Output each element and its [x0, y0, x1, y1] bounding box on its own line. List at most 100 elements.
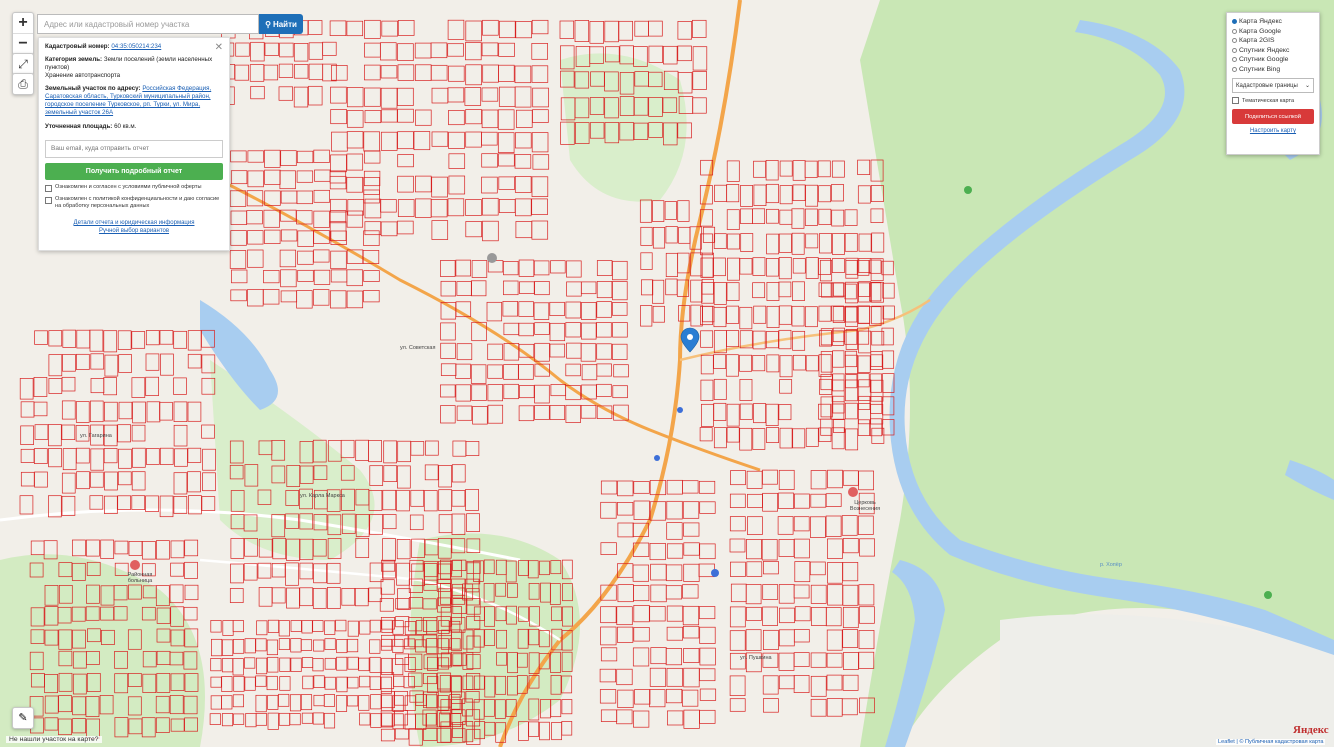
parcel[interactable]	[871, 281, 884, 303]
parcel[interactable]	[358, 695, 370, 711]
parcel[interactable]	[560, 121, 575, 145]
parcel[interactable]	[518, 301, 534, 317]
parcel[interactable]	[169, 584, 184, 604]
parcel[interactable]	[677, 122, 692, 139]
parcel[interactable]	[397, 20, 415, 36]
parcel[interactable]	[183, 606, 198, 621]
parcel[interactable]	[632, 542, 650, 557]
parcel[interactable]	[170, 629, 185, 647]
parcel[interactable]	[381, 20, 398, 37]
parcel[interactable]	[471, 260, 488, 278]
parcel[interactable]	[335, 619, 347, 632]
parcel[interactable]	[346, 290, 364, 309]
parcel[interactable]	[729, 606, 746, 628]
parcel[interactable]	[726, 209, 740, 230]
parcel[interactable]	[856, 327, 870, 345]
parcel[interactable]	[285, 562, 299, 586]
zoom-in-button[interactable]: +	[13, 13, 33, 34]
parcel[interactable]	[561, 559, 573, 580]
parcel[interactable]	[665, 688, 683, 704]
parcel[interactable]	[313, 465, 328, 480]
parcel[interactable]	[184, 628, 199, 648]
offer-checkbox-row[interactable]: Ознакомлен и согласен с условиями публич…	[45, 184, 223, 192]
parcel[interactable]	[368, 490, 383, 511]
parcel[interactable]	[483, 583, 495, 603]
parcel[interactable]	[20, 425, 34, 445]
parcel[interactable]	[761, 539, 778, 561]
parcel[interactable]	[440, 260, 456, 277]
parcel[interactable]	[173, 377, 187, 395]
parcel[interactable]	[118, 448, 132, 469]
parcel[interactable]	[363, 270, 380, 282]
parcel[interactable]	[729, 493, 746, 508]
parcel[interactable]	[455, 384, 471, 402]
parcel[interactable]	[397, 108, 414, 123]
parcel[interactable]	[76, 447, 90, 464]
parcel[interactable]	[678, 305, 691, 322]
parcel[interactable]	[380, 728, 395, 742]
parcel[interactable]	[810, 584, 827, 604]
parcel[interactable]	[229, 464, 244, 480]
parcel[interactable]	[118, 401, 133, 420]
parcel[interactable]	[870, 185, 884, 202]
parcel[interactable]	[48, 424, 62, 447]
parcel[interactable]	[447, 87, 465, 103]
parcel[interactable]	[502, 301, 518, 317]
parcel[interactable]	[649, 543, 666, 561]
parcel[interactable]	[296, 150, 314, 164]
parcel[interactable]	[551, 628, 563, 651]
parcel[interactable]	[666, 500, 683, 520]
parcel[interactable]	[341, 513, 356, 534]
parcel[interactable]	[503, 280, 519, 296]
parcel[interactable]	[596, 301, 612, 318]
parcel[interactable]	[600, 647, 618, 662]
parcel[interactable]	[739, 258, 753, 275]
parcel[interactable]	[617, 689, 634, 708]
parcel[interactable]	[870, 159, 884, 182]
parcel[interactable]	[296, 170, 314, 183]
parcel[interactable]	[61, 424, 76, 440]
parcel[interactable]	[410, 489, 425, 507]
parcel[interactable]	[465, 691, 480, 703]
parcel[interactable]	[229, 440, 244, 464]
parcel[interactable]	[313, 289, 330, 306]
parcel[interactable]	[302, 675, 314, 690]
parcel[interactable]	[278, 63, 294, 78]
parcel[interactable]	[752, 282, 766, 299]
parcel[interactable]	[752, 428, 766, 450]
parcel[interactable]	[676, 279, 690, 297]
parcel[interactable]	[369, 562, 384, 583]
parcel[interactable]	[713, 378, 727, 400]
parcel[interactable]	[263, 64, 279, 81]
parcel[interactable]	[881, 350, 895, 369]
parcel[interactable]	[514, 65, 532, 84]
parcel[interactable]	[640, 305, 653, 327]
parcel[interactable]	[821, 282, 834, 298]
parcel[interactable]	[266, 639, 278, 656]
parcel[interactable]	[844, 350, 858, 368]
parcel[interactable]	[279, 170, 296, 190]
parcel[interactable]	[33, 401, 48, 417]
parcel[interactable]	[729, 652, 746, 670]
parcel[interactable]	[19, 495, 34, 515]
parcel[interactable]	[534, 322, 550, 335]
parcel[interactable]	[244, 676, 256, 691]
parcel[interactable]	[682, 480, 699, 494]
parcel[interactable]	[699, 688, 717, 701]
parcel[interactable]	[184, 539, 199, 557]
parcel[interactable]	[422, 709, 437, 726]
parcel[interactable]	[329, 170, 347, 184]
parcel[interactable]	[346, 131, 364, 149]
parcel[interactable]	[403, 676, 415, 689]
parcel[interactable]	[58, 718, 72, 736]
parcel[interactable]	[652, 227, 666, 249]
parcel[interactable]	[612, 281, 628, 301]
parcel[interactable]	[507, 583, 518, 598]
parcel[interactable]	[565, 363, 581, 377]
parcel[interactable]	[745, 584, 762, 605]
parcel[interactable]	[641, 279, 654, 296]
parcel[interactable]	[336, 676, 348, 693]
parcel[interactable]	[702, 226, 716, 243]
parcel[interactable]	[827, 538, 843, 559]
parcel[interactable]	[617, 522, 634, 538]
